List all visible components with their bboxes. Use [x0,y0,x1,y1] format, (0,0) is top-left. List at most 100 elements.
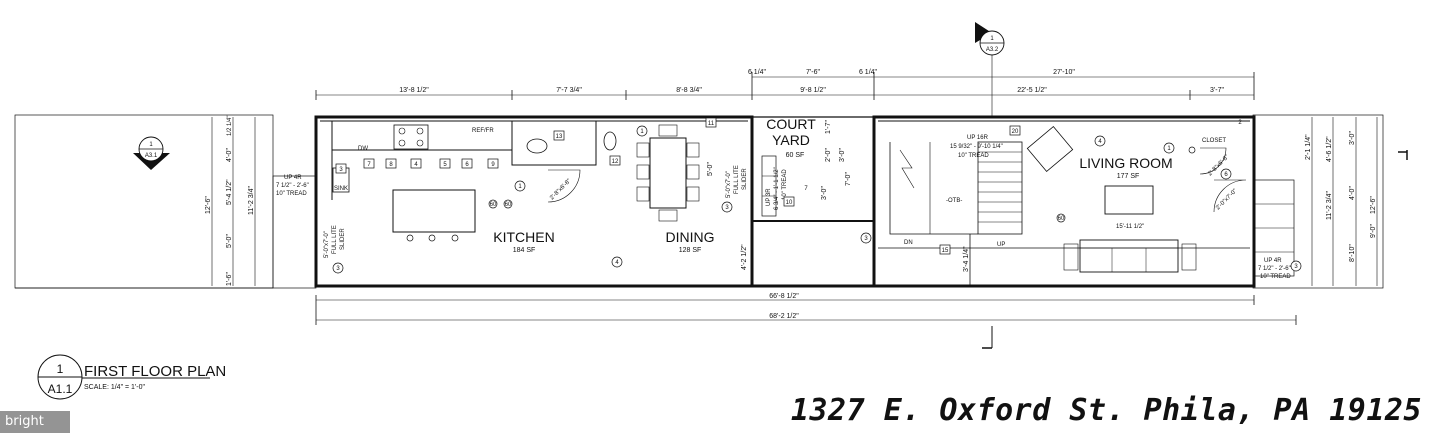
dw-label: DW [358,146,368,152]
circle-tag-4a: 4 [615,260,619,266]
ref-fr-label: REF/FR [472,128,494,134]
sink-label: SINK [334,186,348,192]
circle-tag-60a: 60 [490,202,497,208]
armchair [1026,126,1074,172]
tag-6: 6 [465,162,469,168]
living-room-area: 177 SF [1117,173,1140,180]
dim-center-5: 7'-0" [845,172,852,186]
dim-center-2: 3'-0" [821,186,828,200]
tag-13: 13 [556,134,563,140]
court-stair-line-1: UP 3R [766,188,772,206]
tag-12: 12 [612,159,619,165]
dim-right-1: 4'-6 1/2" [1326,136,1333,162]
dim-left-6: 12'-6" [205,196,212,214]
stair-main-line-3: 10" TREAD [958,153,989,159]
dim-left-2: 5'-4 1/2" [226,179,233,205]
section-tag-a32-arrow [975,22,992,43]
dim-top-upper-0: 6 1/4" [748,69,767,76]
dim-top-1: 7'-7 3/4" [556,87,582,94]
dim-bottom-1: 68'-2 1/2" [769,313,799,320]
kitchen-area: 184 SF [513,247,536,254]
dim-center-1: 5'-0" [707,162,714,176]
dim-center-0: 4'-2 1/2" [741,244,748,270]
kitchen-island [392,189,476,233]
sheet-tag-number: 1 [57,362,64,376]
slider-court-line-3: SLIDER [742,168,748,190]
tag-7: 7 [367,162,371,168]
section-tag-a31-number: 1 [149,142,153,148]
vanity-sink [603,131,617,151]
courtyard-label-1: COURT [766,116,816,132]
slider-front-line-3: SLIDER [340,228,346,250]
dim-left-5: 11'-2 3/4" [248,185,255,215]
dim-right-3: 3'-0" [1349,131,1356,145]
dim-center-7: 3'-4 1/4" [963,246,970,272]
stair-front-line-1: UP 4R [284,175,302,181]
dim-right-0: 2'-1 1/4" [1305,134,1312,160]
dim-top-5: 3'-7" [1210,87,1224,94]
sheet-tag-sheet: A1.1 [48,382,73,396]
circle-tag-1a: 1 [640,129,644,135]
stair-main-line-2: 15 9/32" - 9'-10 1/4" [950,144,1003,150]
plan-scale: SCALE: 1/4" = 1'-0" [84,384,145,391]
powder-room [511,120,597,166]
tag-9: 9 [491,162,495,168]
basement-stair [889,142,978,235]
kitchen-label: KITCHEN [493,229,554,245]
circle-tag-3b: 3 [725,205,729,211]
slider-court-line-1: 5'-0"x7'-0" [726,171,732,198]
dim-top-upper-3: 27'-10" [1053,69,1075,76]
circle-tag-3c: 3 [864,236,868,242]
tag-20: 20 [1012,129,1019,135]
rear-door-swing [1213,179,1247,213]
circle-tag-3d: 3 [1294,264,1298,270]
dim-top-2: 8'-8 3/4" [676,87,702,94]
living-room-label: LIVING ROOM [1079,155,1172,171]
main-stair [977,141,1023,235]
court-stair-line-3: 10" TREAD [782,169,788,200]
section-tag-a31-sheet: A3.1 [145,153,158,159]
dim-center-6: 3'-0" [839,148,846,162]
dn-label: DN [904,240,913,246]
toilet [526,138,548,154]
dim-center-4: 2'-0" [825,148,832,162]
dim-left-0: 1/2 1/4" [227,116,233,136]
kitchen-door-swing [547,169,581,203]
dim-right-2: 11'-2 3/4" [1326,190,1333,220]
sofa-dimension: 15'-11 1/2" [1116,224,1144,230]
dim-top-upper-2: 6 1/4" [859,69,878,76]
section-tag-a32-number: 1 [990,36,994,42]
dining-table [649,137,687,209]
dim-right-4: 4'-0" [1349,186,1356,200]
dim-top-upper-1: 7'-6" [806,69,820,76]
dim-right-5: 9'-0" [1370,224,1377,238]
tag-8: 8 [389,162,393,168]
dim-bottom-0: 66'-8 1/2" [769,293,799,300]
front-stair [272,175,317,289]
stair-main-line-1: UP 16R [967,135,989,141]
dim-left-3: 5'-0" [226,234,233,248]
stair-rear-line-3: 10" TREAD [1260,274,1291,280]
sofa [1079,239,1179,273]
courtyard-label-2: YARD [772,132,810,148]
tag-15: 15 [942,248,949,254]
door-3-size: 2'-0"x7'-0" [1215,188,1238,211]
circle-tag-1b: 1 [518,184,522,190]
dim-top-4: 22'-5 1/2" [1017,87,1047,94]
courtyard-area: 60 SF [786,152,805,159]
cooktop [393,124,429,150]
tag-3: 3 [339,167,343,173]
door-1-size: 2'-8"x6'-8" [549,178,572,201]
section-tag-a32-sheet: A3.2 [986,47,999,53]
circle-tag-1c: 1 [1167,146,1171,152]
circle-tag-7: 7 [804,186,808,192]
circle-tag-4b: 4 [1098,139,1102,145]
closet-label: CLOSET [1202,138,1226,144]
brand-watermark: bright [0,411,70,433]
property-address: 1327 E. Oxford St. Phila, PA 19125 [790,393,1422,428]
stair-front-line-3: 10" TREAD [276,191,307,197]
otb-label: -OTB- [946,198,962,204]
dining-label: DINING [666,229,715,245]
stair-front-line-2: 7 1/2" - 2'-6" [276,183,309,189]
